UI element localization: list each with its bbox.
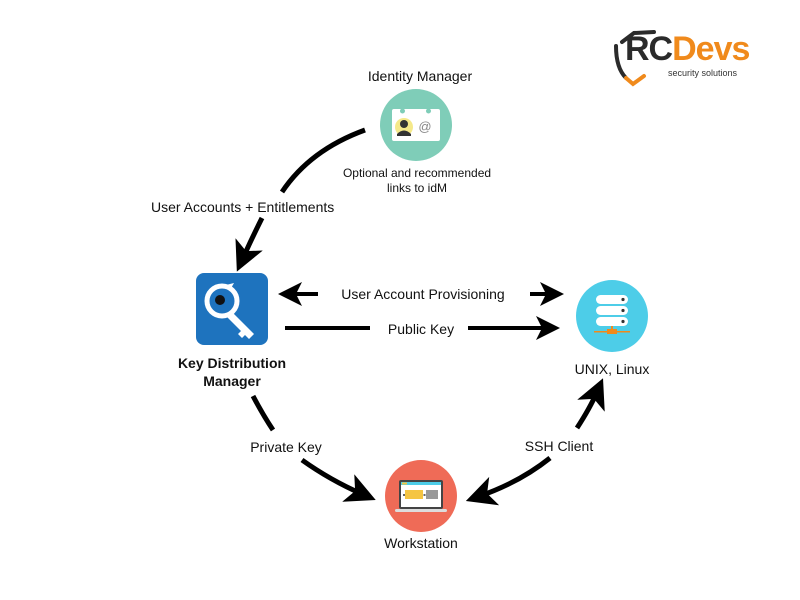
- kdm-label: Key Distribution Manager: [178, 354, 286, 390]
- rcdevs-logo: RCDevs security solutions: [608, 28, 750, 88]
- arrow-idm-to-kdm: [235, 216, 265, 272]
- edge-label-public-key: Public Key: [387, 321, 455, 337]
- logo-rc: RC: [625, 30, 673, 68]
- logo-devs: Devs: [672, 30, 750, 68]
- edge-label-ssh-client: SSH Client: [524, 438, 594, 454]
- kdm-label-line2: Manager: [203, 373, 261, 389]
- server-icon[interactable]: [576, 280, 648, 352]
- unix-linux-label: UNIX, Linux: [574, 361, 650, 377]
- id-card-icon[interactable]: @: [380, 89, 452, 161]
- arrow-private-key-segment: [250, 394, 276, 432]
- arrow-ssh-to-workstation: [465, 456, 552, 506]
- laptop-icon[interactable]: [385, 460, 457, 532]
- identity-manager-label: Identity Manager: [367, 68, 473, 84]
- logo-tagline: security solutions: [668, 68, 738, 78]
- arrow-ssh-to-unix: [574, 378, 605, 430]
- svg-text:@: @: [418, 119, 431, 134]
- edge-label-provisioning: User Account Provisioning: [341, 286, 505, 302]
- edge-label-private-key: Private Key: [250, 439, 322, 455]
- shield-icon: [614, 30, 656, 87]
- kdm-label-line1: Key Distribution: [177, 355, 287, 371]
- idm-note: Optional and recommended links to idM: [343, 166, 491, 196]
- idm-note-line1: Optional and recommended: [342, 166, 492, 180]
- edge-label-user-accounts: User Accounts + Entitlements: [151, 199, 335, 215]
- workstation-label: Workstation: [384, 535, 458, 551]
- arrow-idm-segment: [279, 127, 366, 194]
- idm-note-line2: links to idM: [386, 181, 448, 195]
- arrow-private-key: [300, 457, 376, 502]
- logo-wordmark: RCDevs: [625, 30, 750, 69]
- key-icon[interactable]: [196, 273, 268, 345]
